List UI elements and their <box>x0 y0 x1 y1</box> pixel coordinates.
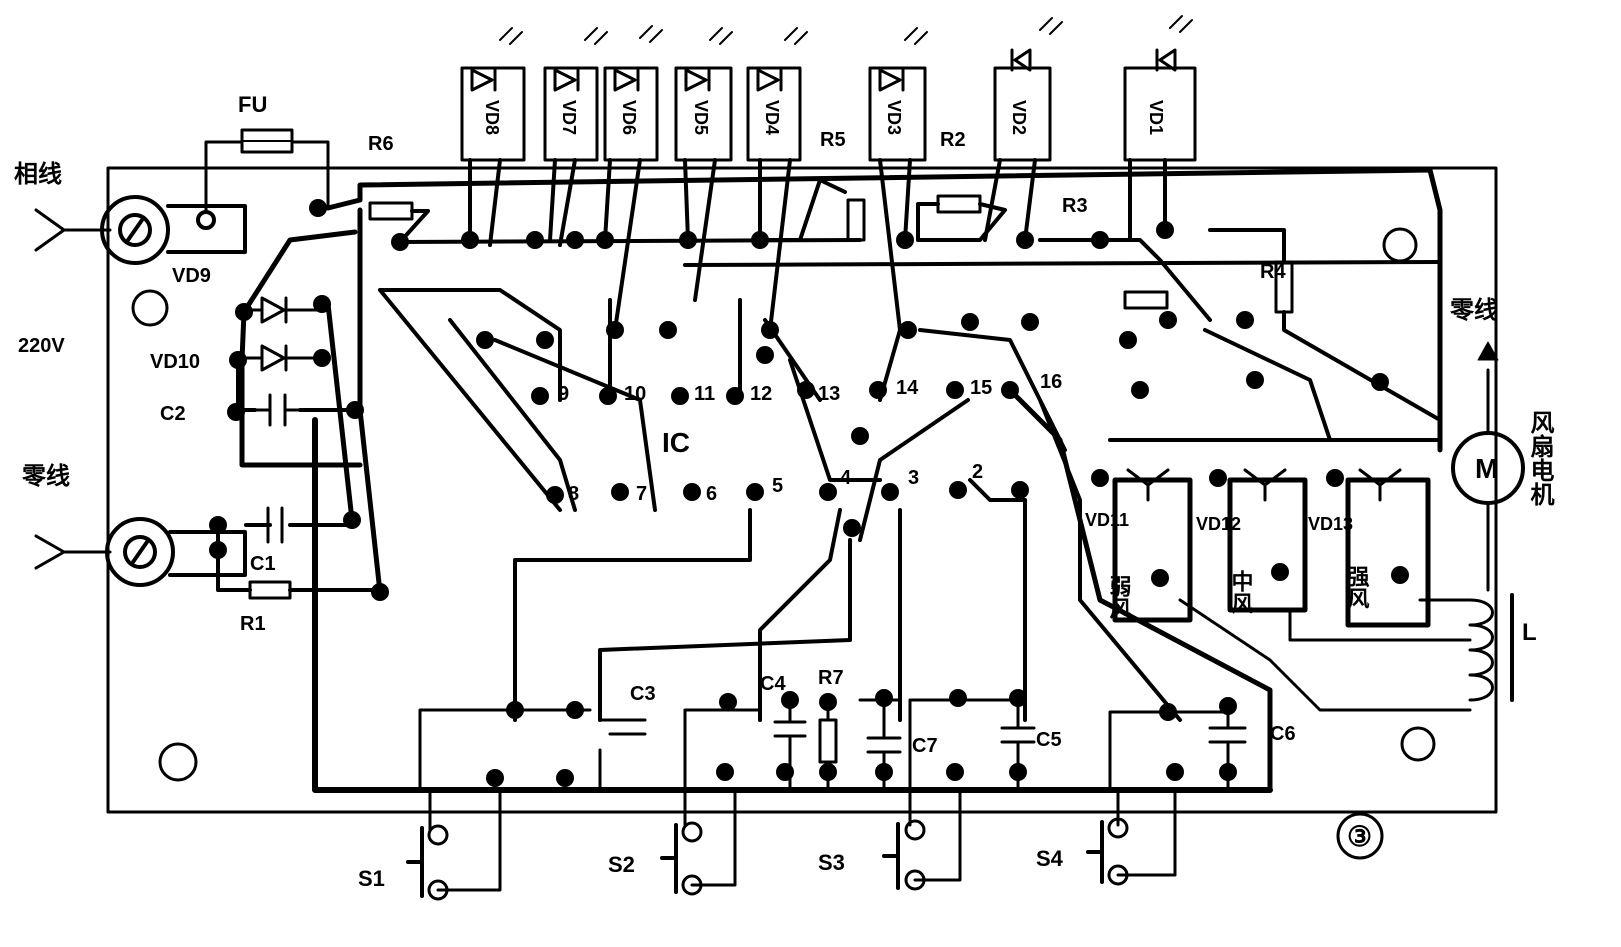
r3-label: R3 <box>1062 195 1088 217</box>
led-array <box>398 15 1442 332</box>
c6-label: C6 <box>1270 723 1296 745</box>
ic-pin-7: 7 <box>636 483 647 505</box>
speed-low-label: 弱风 <box>1106 575 1132 620</box>
capacitor-c6 <box>1108 710 1247 792</box>
ic-pin-15: 15 <box>970 377 992 399</box>
ic-pin-3: 3 <box>908 467 919 489</box>
s4-label: S4 <box>1036 846 1064 871</box>
ic-pin-16: 16 <box>1040 371 1062 393</box>
c2-label: C2 <box>160 403 186 425</box>
c5-label: C5 <box>1036 729 1062 751</box>
text-labels: 相线 零线 零线 220V FU IC M 风扇电机 L ③ R1 R2 R3 … <box>14 92 1554 891</box>
neutral-line-right-label: 零线 <box>1449 296 1498 324</box>
figure-number-circle <box>1336 812 1384 860</box>
resistor-r2 <box>916 194 1007 242</box>
speed-selector <box>1108 438 1472 712</box>
resistor-r4 <box>1208 228 1442 422</box>
switch-s4 <box>1086 788 1177 886</box>
c7-label: C7 <box>912 735 938 757</box>
c4-label: C4 <box>760 673 786 695</box>
led-vd5-label: VD5 <box>691 100 711 135</box>
ic-traces <box>378 288 1332 722</box>
s1-label: S1 <box>358 866 385 891</box>
vd11-label: VD11 <box>1085 510 1129 530</box>
ic-pin-4: 4 <box>840 467 852 489</box>
resistor-r6 <box>368 201 430 244</box>
capacitor-c3 <box>418 708 647 792</box>
r7-label: R7 <box>818 667 844 689</box>
r6-label: R6 <box>368 133 394 155</box>
solder-pads <box>209 199 1409 787</box>
resistor-r5 <box>758 178 866 242</box>
led-vd4-label: VD4 <box>762 100 782 135</box>
ic-label: IC <box>662 427 690 458</box>
r4-label: R4 <box>1260 261 1286 283</box>
fuse-label: FU <box>238 92 267 117</box>
vd13-label: VD13 <box>1308 514 1353 534</box>
ic-pin-5: 5 <box>772 475 783 497</box>
diode-vd9 <box>242 296 324 324</box>
ic-pin-10: 10 <box>624 383 646 405</box>
fan-motor <box>1451 341 1525 592</box>
r1-label: R1 <box>240 613 266 635</box>
capacitor-c4 <box>683 698 807 792</box>
speed-mid-label: 中风 <box>1228 570 1254 615</box>
ic-pin-12: 12 <box>750 383 772 405</box>
neutral-line-left-label: 零线 <box>21 462 70 490</box>
vd9-label: VD9 <box>172 265 211 287</box>
fuse-fu <box>204 128 330 214</box>
vd10-label: VD10 <box>150 351 200 373</box>
mounting-hole-bottom-right <box>1400 726 1436 762</box>
capacitor-c2 <box>253 393 302 427</box>
s3-label: S3 <box>818 850 845 875</box>
c1-label: C1 <box>250 553 276 575</box>
switch-s2 <box>660 788 737 896</box>
diode-vd10 <box>236 344 324 372</box>
neutral-terminal <box>34 517 247 587</box>
phase-line-label: 相线 <box>14 160 62 188</box>
ic-pin-9: 9 <box>558 383 569 405</box>
pcb-board-outline <box>106 166 1498 814</box>
ic-pin-6: 6 <box>706 483 717 505</box>
s2-label: S2 <box>608 852 635 877</box>
capacitor-c1 <box>266 506 284 544</box>
inductor-label: L <box>1522 619 1537 646</box>
led-vd1-label: VD1 <box>1146 100 1166 135</box>
phase-terminal <box>34 195 247 265</box>
motor-caption-label: 风扇电机 <box>1526 410 1554 507</box>
r2-label: R2 <box>940 129 966 151</box>
resistor-r1 <box>248 580 292 600</box>
led-vd8-label: VD8 <box>482 100 502 135</box>
motor-symbol-label: M <box>1475 453 1498 484</box>
ic-pin-11: 11 <box>694 383 715 405</box>
mains-voltage-label: 220V <box>18 335 65 357</box>
led-vd3-label: VD3 <box>884 100 904 135</box>
vd12-label: VD12 <box>1196 514 1241 534</box>
r5-label: R5 <box>820 129 846 151</box>
led-vd2-label: VD2 <box>1009 100 1029 135</box>
c3-label: C3 <box>630 683 656 705</box>
ic-pin-13: 13 <box>818 383 840 405</box>
ic-pin-8: 8 <box>568 483 579 505</box>
led-vd7-label: VD7 <box>559 100 579 135</box>
switch-s1 <box>406 788 502 901</box>
led-vd6-label: VD6 <box>619 100 639 135</box>
inductor-l <box>1468 593 1514 702</box>
mounting-hole-bottom-left <box>158 742 198 782</box>
ic-pin-2: 2 <box>972 461 983 483</box>
mounting-hole-top-left <box>131 289 169 327</box>
figure-number-label: ③ <box>1347 821 1372 852</box>
mounting-hole-top-right <box>1382 227 1418 263</box>
resistor-r3 <box>1038 238 1212 322</box>
ic-pin-14: 14 <box>896 377 919 399</box>
switch-s3 <box>882 788 962 891</box>
speed-high-label: 强风 <box>1344 565 1370 610</box>
